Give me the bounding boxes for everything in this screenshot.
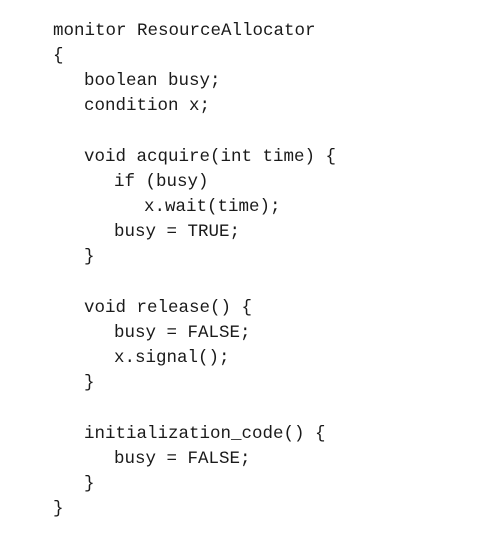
code-line-wait-call: x.wait(time); bbox=[144, 197, 281, 217]
code-line-acquire-signature: void acquire(int time) { bbox=[84, 147, 337, 167]
code-line-condition-declaration: condition x; bbox=[84, 96, 211, 116]
code-line-signal-call: x.signal(); bbox=[114, 348, 230, 368]
code-line-set-busy-false: busy = FALSE; bbox=[114, 323, 251, 343]
code-line-monitor-open-brace: { bbox=[53, 46, 64, 66]
code-line-monitor-declaration: monitor ResourceAllocator bbox=[53, 21, 316, 41]
code-line-set-busy-true: busy = TRUE; bbox=[114, 222, 241, 242]
code-line-initialization-signature: initialization_code() { bbox=[84, 424, 326, 444]
code-line-acquire-close-brace: } bbox=[84, 247, 95, 267]
code-line-busy-declaration: boolean busy; bbox=[84, 71, 221, 91]
code-line-release-close-brace: } bbox=[84, 373, 95, 393]
code-line-monitor-close-brace: } bbox=[53, 499, 64, 519]
code-line-if-busy: if (busy) bbox=[114, 172, 209, 192]
code-line-initialization-close-brace: } bbox=[84, 474, 95, 494]
code-line-release-signature: void release() { bbox=[84, 298, 253, 318]
code-line-init-busy-false: busy = FALSE; bbox=[114, 449, 251, 469]
